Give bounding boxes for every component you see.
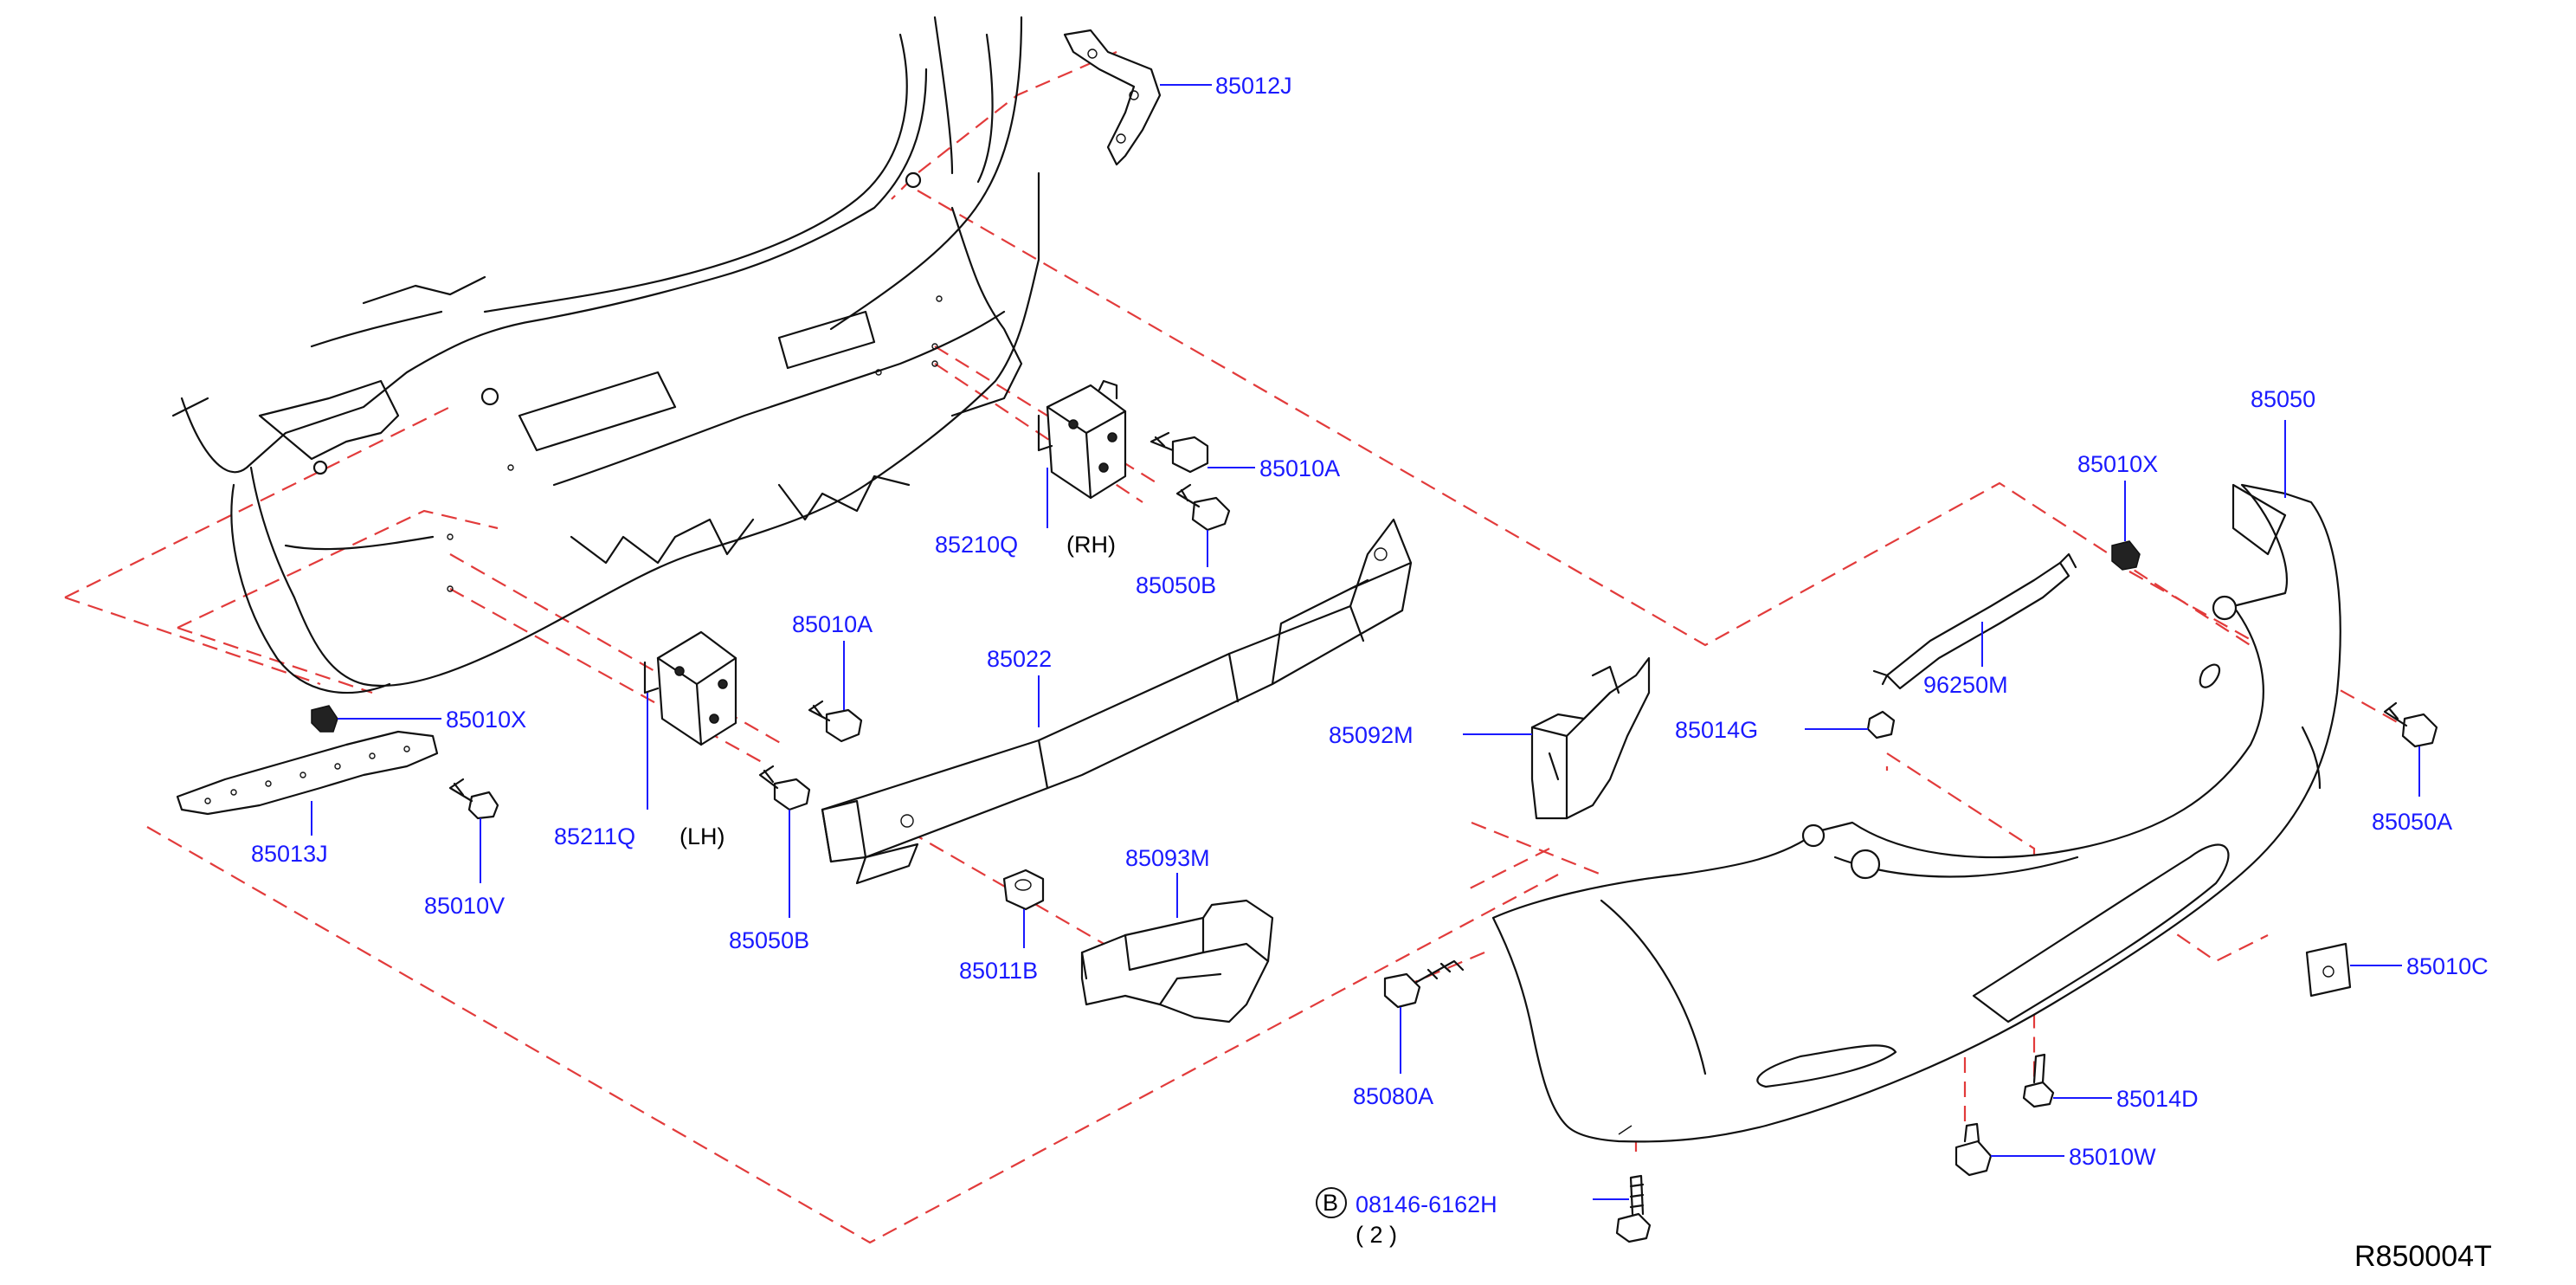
clip-85010X-right: 85010X xyxy=(2077,451,2158,571)
label-lh: (LH) xyxy=(679,823,725,849)
clip-85010W: 85010W xyxy=(1955,1122,2156,1177)
bracket-96250M: 96250M xyxy=(1872,552,2077,698)
label-85050B-rh: 85050B xyxy=(1136,572,1216,598)
bolt-b-circle xyxy=(1316,1187,1347,1218)
label-85010C: 85010C xyxy=(2406,953,2489,979)
label-85080A: 85080A xyxy=(1353,1083,1433,1109)
nut-85014G: 85014G xyxy=(1675,710,1896,743)
bumper-fascia-85050 xyxy=(1491,483,2341,1143)
callout-85012J: 85012J xyxy=(1160,73,1292,99)
label-85010A-lh: 85010A xyxy=(792,611,873,637)
label-bolt-part: 08146-6162H xyxy=(1356,1191,1497,1217)
callout-85211Q: 85211Q (LH) 85010A 85050B xyxy=(554,611,873,953)
label-85013J: 85013J xyxy=(251,841,328,867)
bolt-85050B-rh xyxy=(1175,483,1231,532)
label-rh: (RH) xyxy=(1066,532,1116,558)
label-85010X-right: 85010X xyxy=(2077,451,2158,477)
reinforcement-85022 xyxy=(821,518,1413,885)
label-85011B: 85011B xyxy=(959,958,1038,984)
energy-absorber-85092M xyxy=(1530,656,1651,820)
label-85050B-lh: 85050B xyxy=(729,927,809,953)
bolt-08146-6162H xyxy=(1593,1174,1652,1243)
label-85010X-left: 85010X xyxy=(446,707,526,733)
vehicle-rear-body xyxy=(171,16,1040,694)
bolt-85010A-lh xyxy=(808,700,863,743)
label-85050A: 85050A xyxy=(2372,809,2452,835)
diagram-id: R850004T xyxy=(2354,1240,2492,1273)
nut-85011B xyxy=(1002,869,1045,911)
screw-85014D: 85014D xyxy=(2022,1053,2199,1112)
callout-85092M: 85092M xyxy=(1329,722,1532,748)
label-85022: 85022 xyxy=(987,646,1052,672)
bolt-callout: B 08146-6162H ( 2 ) xyxy=(1316,1187,1497,1248)
bolt-85010A-rh xyxy=(1150,431,1209,474)
label-85010A-rh: 85010A xyxy=(1259,455,1340,481)
plate-85010C: 85010C xyxy=(2305,942,2489,998)
label-bolt-b: B xyxy=(1323,1190,1338,1216)
label-96250M: 96250M xyxy=(1923,672,2008,698)
label-bolt-qty: ( 2 ) xyxy=(1356,1222,1397,1248)
label-85014G: 85014G xyxy=(1675,717,1758,743)
callout-85022: 85022 xyxy=(987,646,1052,727)
callout-center-parts: 85011B 85093M xyxy=(959,845,1210,984)
label-85211Q: 85211Q xyxy=(554,823,635,849)
energy-absorber-85093M xyxy=(1080,899,1274,1023)
bracket-85012J xyxy=(1063,29,1162,166)
label-85210Q: 85210Q xyxy=(935,532,1018,558)
stay-85211Q-lh xyxy=(643,630,737,746)
bracket-85013J xyxy=(176,730,439,816)
bolt-85050B-lh xyxy=(758,765,811,811)
label-85050: 85050 xyxy=(2251,386,2315,412)
callout-85050: 85050 xyxy=(2251,386,2315,498)
label-85014D: 85014D xyxy=(2116,1086,2199,1112)
callout-85210Q: 85210Q (RH) 85010A 85050B xyxy=(935,455,1340,598)
label-85010W: 85010W xyxy=(2069,1144,2156,1170)
stay-85210Q-rh xyxy=(1037,379,1127,500)
label-85010V: 85010V xyxy=(424,893,505,919)
label-85012J: 85012J xyxy=(1215,73,1292,99)
screw-85080A: 85080A xyxy=(1353,959,1465,1109)
label-85092M: 85092M xyxy=(1329,722,1414,748)
callout-left-parts: 85010X 85013J 85010V xyxy=(251,707,526,919)
assembly-guide-lines xyxy=(64,50,2407,1244)
screw-85050A: 85050A xyxy=(2372,701,2452,835)
label-85093M: 85093M xyxy=(1125,845,1210,871)
clip-85010X-left xyxy=(311,705,338,733)
screw-85010V xyxy=(448,778,499,820)
